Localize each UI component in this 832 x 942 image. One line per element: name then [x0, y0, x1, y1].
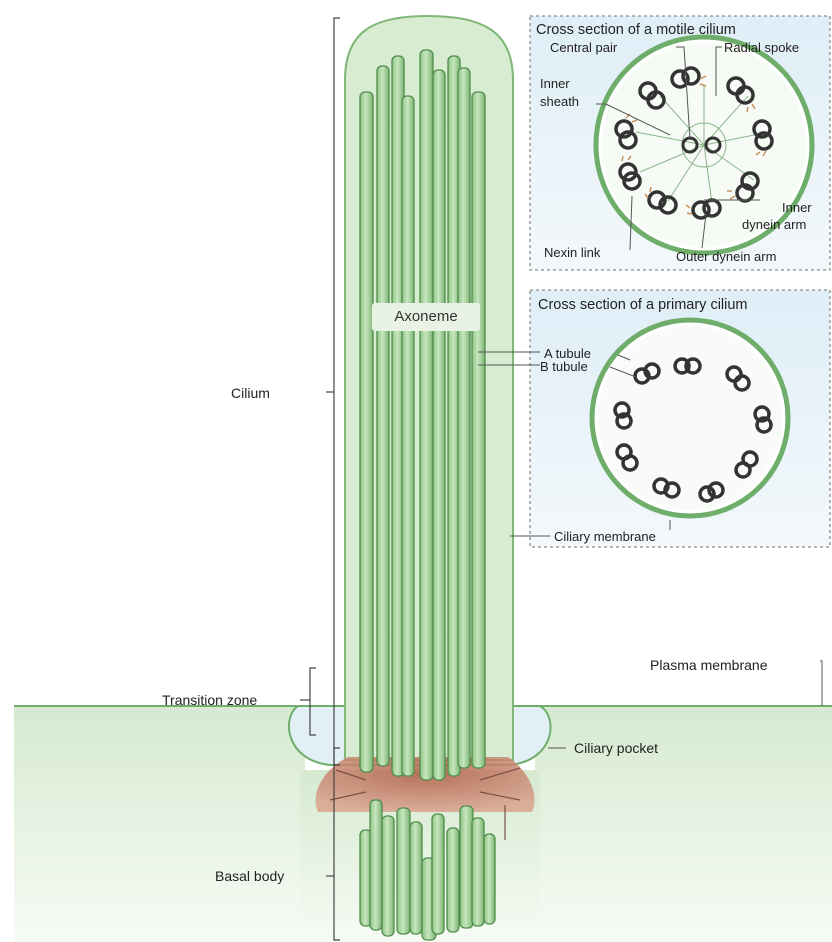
b-tubule-label: B tubule: [540, 359, 588, 375]
plasma-membrane-label: Plasma membrane: [650, 657, 768, 673]
outer-dynein-label: Outer dynein arm: [676, 249, 776, 265]
inner-dynein-label-2: dynein arm: [742, 217, 806, 233]
transition-zone-label: Transition zone: [162, 692, 257, 708]
primary-cross-section: [592, 320, 788, 516]
central-pair-label: Central pair: [550, 40, 617, 56]
cilium-label: Cilium: [231, 385, 270, 401]
primary-box-title: Cross section of a primary cilium: [538, 297, 748, 313]
ciliary-membrane-label: Ciliary membrane: [554, 529, 656, 545]
basal-body-label: Basal body: [215, 868, 284, 884]
inner-dynein-label-1: Inner: [782, 200, 812, 216]
radial-spoke-label: Radial spoke: [724, 40, 799, 56]
motile-box-title: Cross section of a motile cilium: [536, 22, 736, 38]
axoneme-label: Axoneme: [372, 303, 480, 331]
axoneme-microtubules: [360, 50, 485, 780]
inner-sheath-label-1: Inner: [540, 76, 570, 92]
ciliary-pocket-label: Ciliary pocket: [574, 740, 658, 756]
nexin-link-label: Nexin link: [544, 245, 600, 261]
inner-sheath-label-2: sheath: [540, 94, 579, 110]
cytoplasm: [14, 706, 305, 942]
